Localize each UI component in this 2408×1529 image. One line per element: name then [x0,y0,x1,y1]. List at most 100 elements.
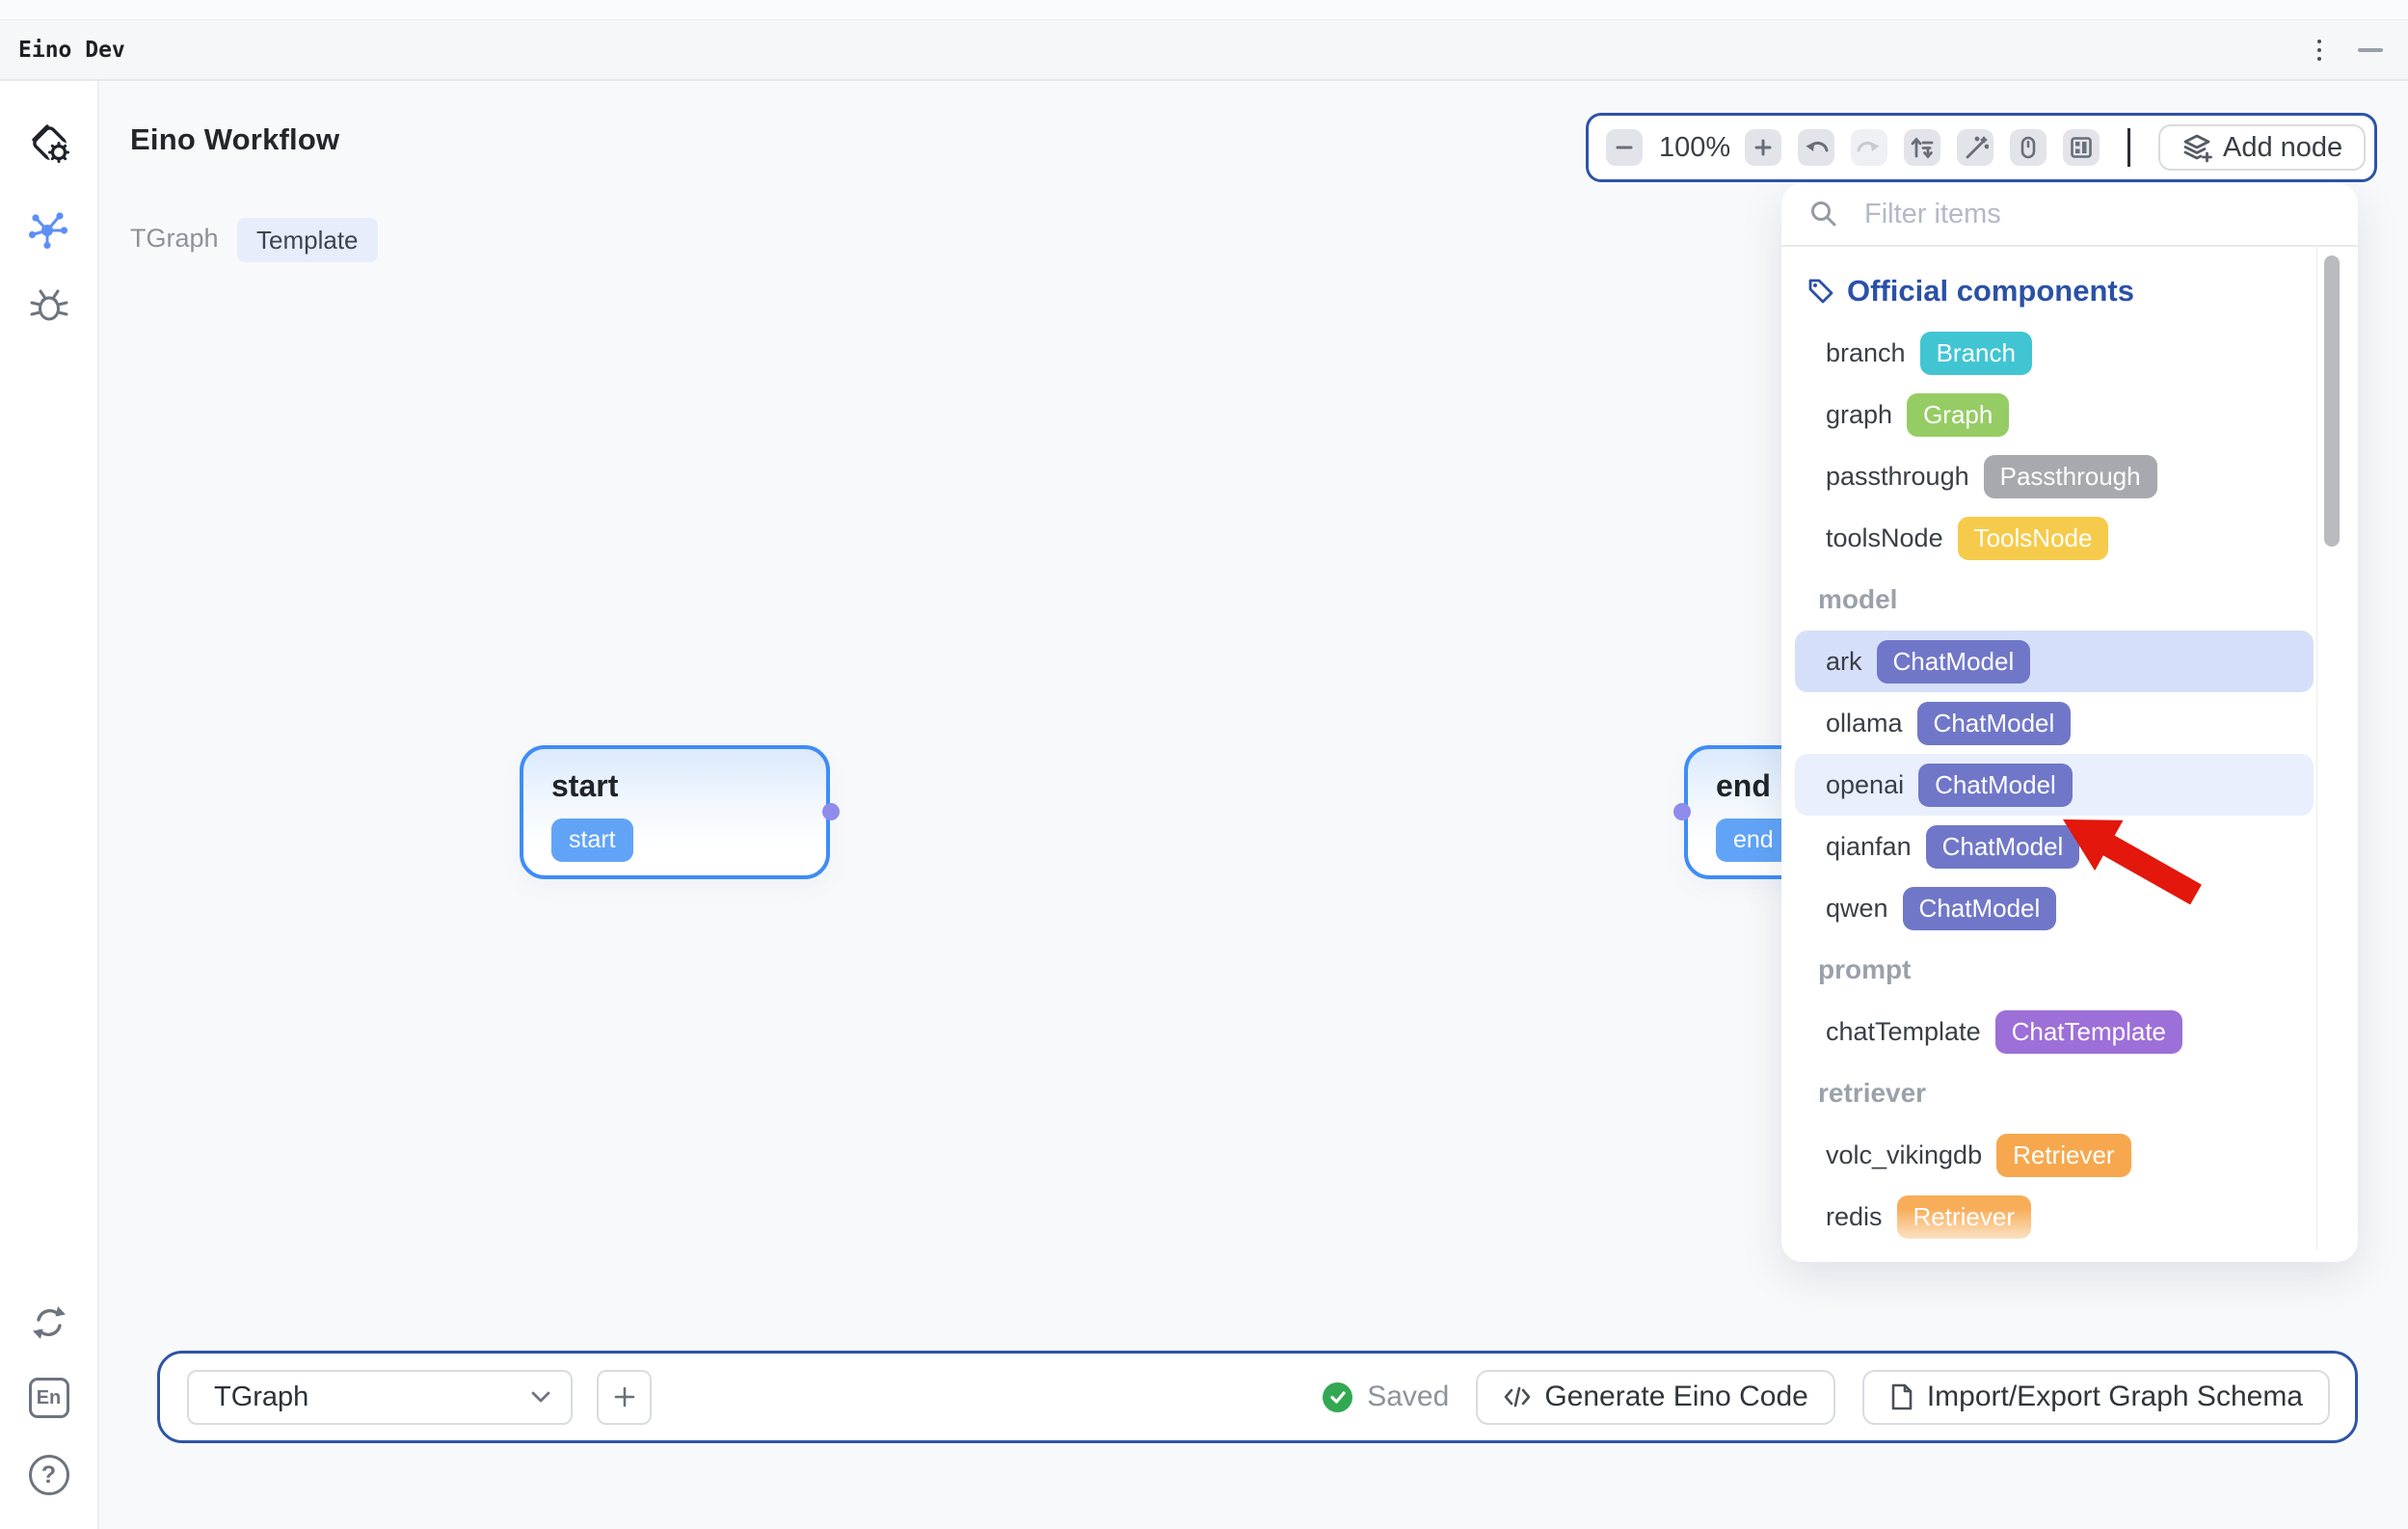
eino-logo-icon[interactable] [24,118,74,168]
component-name: qwen [1826,893,1888,923]
component-name: qianfan [1826,831,1912,861]
component-item-qwen[interactable]: qwen ChatModel [1781,877,2358,939]
import-export-button[interactable]: Import/Export Graph Schema [1861,1369,2330,1425]
component-name: ollama [1826,708,1903,738]
component-type-badge: Graph [1907,392,2010,437]
page-title: Eino Workflow [130,122,340,156]
component-name: redis [1826,1201,1883,1231]
help-label: ? [40,1461,57,1489]
code-icon [1505,1386,1531,1408]
component-type-badge: ChatModel [1902,886,2057,930]
component-item-passthrough[interactable]: passthrough Passthrough [1781,445,2358,507]
component-item-branch[interactable]: branch Branch [1781,322,2358,384]
zoom-in-button[interactable] [1745,129,1781,166]
end-node-input-port[interactable] [1673,803,1691,820]
component-item-volc_vikingdb[interactable]: volc_vikingdb Retriever [1781,1124,2358,1186]
document-icon [1891,1383,1913,1410]
canvas-toolbar: 100% [1586,113,2377,182]
toolbar-divider [2127,128,2130,167]
scrollbar-thumb[interactable] [2324,255,2340,547]
add-node-panel: Official components branch Branch graph … [1781,183,2358,1262]
component-name: volc_vikingdb [1826,1140,1983,1169]
sidebar-language-icon[interactable]: En [28,1378,69,1418]
component-type-badge: ChatModel [1925,824,2080,869]
sidebar-help-icon[interactable]: ? [28,1455,69,1495]
component-type-badge: Branch [1919,331,2032,375]
redo-button[interactable] [1851,129,1887,166]
language-label: En [36,1386,62,1408]
sidebar-item-debug[interactable] [28,284,70,327]
component-type-badge: ChatModel [1916,701,2072,745]
graph-select-value: TGraph [214,1381,309,1412]
component-item-qianfan[interactable]: qianfan ChatModel [1781,816,2358,877]
component-item-ark[interactable]: ark ChatModel [1795,630,2314,692]
component-type-badge: ChatModel [1876,639,2031,684]
template-badge[interactable]: Template [237,218,378,262]
add-graph-button[interactable] [597,1369,652,1425]
sidebar-item-workflow[interactable] [27,206,71,251]
start-node-badge: start [551,818,633,862]
official-components-header: Official components [1781,260,2358,322]
component-list: Official components branch Branch graph … [1781,247,2358,1262]
window-titlebar: Eino Dev [0,20,2408,81]
end-node-badge: end [1716,818,1791,862]
graph-name-label: TGraph [130,224,219,253]
bottom-bar: TGraph Saved Ge [157,1351,2358,1443]
component-item-redis[interactable]: redis Retriever [1781,1186,2358,1247]
window-minimize-icon[interactable] [2358,47,2383,52]
component-item-ollama[interactable]: ollama ChatModel [1781,692,2358,754]
generate-code-button[interactable]: Generate Eino Code [1476,1369,1835,1425]
section-retriever: retriever [1818,1078,1927,1108]
zoom-level: 100% [1659,131,1731,163]
component-item-openai[interactable]: openai ChatModel [1795,754,2314,816]
mouse-mode-button[interactable] [2010,129,2047,166]
sidebar: En ? [0,81,99,1529]
scrollbar-track [2316,247,2317,1250]
component-name: passthrough [1826,461,1969,491]
add-node-button[interactable]: Add node [2158,124,2367,171]
component-type-badge: Retriever [1896,1194,2032,1239]
window-menu-kebab-icon[interactable] [2314,36,2325,65]
saved-label: Saved [1367,1381,1450,1412]
sidebar-refresh-icon[interactable] [28,1301,70,1344]
section-model: model [1818,584,1898,614]
component-item-graph[interactable]: graph Graph [1781,384,2358,445]
component-name: ark [1826,646,1862,676]
generate-code-label: Generate Eino Code [1544,1381,1808,1412]
filter-items-input[interactable] [1864,198,2339,230]
tag-icon [1808,279,1833,304]
component-type-badge: ChatModel [1918,763,2073,807]
start-node-output-port[interactable] [822,803,840,820]
component-name: openai [1826,769,1905,799]
end-node-title: end [1716,768,1771,803]
component-item-toolsNode[interactable]: toolsNode ToolsNode [1781,507,2358,569]
component-item-chatTemplate[interactable]: chatTemplate ChatTemplate [1781,1001,2358,1062]
search-icon [1811,201,1836,227]
auto-layout-button[interactable] [1904,129,1940,166]
import-export-label: Import/Export Graph Schema [1926,1381,2303,1412]
component-type-badge: Passthrough [1983,454,2157,498]
window-title: Eino Dev [18,37,125,63]
component-type-badge: Retriever [1996,1133,2131,1177]
add-node-label: Add node [2223,131,2343,163]
component-name: branch [1826,337,1906,367]
official-components-title: Official components [1847,274,2134,308]
start-node[interactable]: start start [520,745,830,879]
saved-check-icon [1323,1381,1353,1412]
component-name: chatTemplate [1826,1016,1981,1046]
plus-icon [614,1386,634,1408]
component-type-badge: ChatTemplate [1994,1009,2183,1054]
component-type-badge: ToolsNode [1957,516,2109,560]
window-top-strip [0,0,2408,20]
save-status: Saved [1323,1381,1449,1413]
graph-select-dropdown[interactable]: TGraph [187,1369,573,1425]
magic-wand-button[interactable] [1957,129,1993,166]
chevron-down-icon [531,1391,550,1403]
minimap-button[interactable] [2063,129,2100,166]
component-name: graph [1826,399,1893,429]
section-prompt: prompt [1818,954,1912,984]
zoom-out-button[interactable] [1606,129,1643,166]
panel-search-row [1781,183,2358,247]
undo-button[interactable] [1798,129,1834,166]
